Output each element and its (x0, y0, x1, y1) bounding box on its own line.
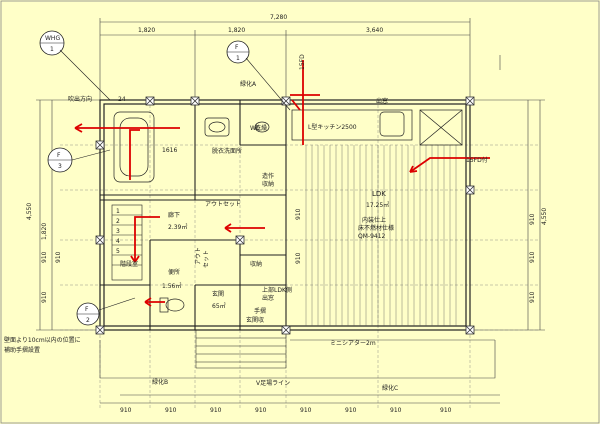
note-storage-outlet: アウト (194, 247, 202, 265)
note-hall-outlet: 上部LDK側 (262, 286, 292, 294)
room-closet: 収納 (250, 260, 262, 268)
dim-left-b: 910 (41, 251, 48, 263)
dim-bottom-0: 910 (120, 407, 132, 414)
room-bath-size: 1616 (162, 147, 177, 154)
room-wc-top: WC (250, 125, 260, 132)
dim-overall-width: 7,280 (270, 14, 287, 21)
interior-walls (100, 100, 287, 330)
note-wall-line2: 補助手摺設置 (4, 346, 40, 354)
room-ldk-finish: 内装仕上 (362, 216, 386, 224)
note-outlet-top: 出窓 (376, 97, 388, 105)
dim-bottom-3: 910 (255, 407, 267, 414)
entrance-steps (195, 329, 287, 369)
note-greening-a: 緑化A (240, 80, 257, 88)
kitchen-counter (291, 109, 463, 146)
section-f1-number: 1 (236, 55, 240, 62)
note-handrail: 手摺 (254, 307, 266, 315)
room-hall-area: 2.39㎡ (168, 223, 187, 231)
room-ldk-area: 17.25㎡ (366, 201, 389, 209)
dim-left-c: 910 (41, 291, 48, 303)
airflow-arrows (74, 60, 490, 307)
dim-top-left: 1,820 (138, 27, 155, 34)
dim-bottom-4: 910 (300, 407, 312, 414)
dim-bottom-5: 910 (345, 407, 357, 414)
outer-walls (99, 99, 471, 331)
section-marker-f2 (76, 297, 136, 326)
room-toilet-area: 1.56㎡ (162, 282, 181, 290)
note-bottom-line: V足場ライン (256, 379, 290, 387)
dim-right-total: 4,550 (541, 208, 548, 225)
section-marker-f3 (47, 147, 111, 173)
note-drying: 乾燥 (255, 124, 267, 132)
section-whg-label: WHG (45, 35, 60, 42)
room-entrance: 玄関 (212, 290, 224, 298)
dim-top-right: 3,640 (366, 27, 383, 34)
note-wall-line1: 壁面より10cm以内の位置に (4, 336, 81, 344)
dim-left-d: 910 (55, 251, 62, 263)
ldk-floor-pattern (305, 145, 457, 326)
room-entrance-area: 65㎡ (212, 302, 226, 310)
note-fd-bottom: 15FD付 (466, 156, 488, 164)
dim-inner-a: 910 (295, 208, 302, 220)
dim-bottom-1: 910 (165, 407, 177, 414)
note-greening-b: 緑化B (152, 378, 168, 386)
section-whg-number: 1 (50, 46, 54, 53)
note-entrance-line: ミニシアター2m (330, 339, 376, 347)
note-hall-outlet2: 出窓 (262, 294, 274, 302)
dim-right-c: 910 (529, 291, 536, 303)
dim-left-a: 1,820 (41, 223, 48, 240)
stair-step-1: 1 (116, 208, 120, 215)
section-marker-whg1 (39, 30, 111, 101)
section-f3-label: F (57, 152, 61, 159)
room-toilet: 便所 (168, 268, 180, 276)
note-exhaust: 吹出方向 (68, 95, 92, 103)
room-kitchen: L型キッチン2500 (308, 123, 357, 131)
room-stair: 階段室 (120, 260, 138, 268)
dim-left-total: 4,550 (26, 203, 33, 220)
note-fd: 15FD (299, 54, 306, 70)
stair-step-3: 3 (116, 228, 120, 235)
dim-top-mid: 1,820 (228, 27, 245, 34)
section-f2-number: 2 (86, 317, 90, 324)
room-storage-a2: 収納 (262, 180, 274, 188)
note-exhaust-number: 24 (118, 96, 126, 103)
dim-bottom-2: 910 (210, 407, 222, 414)
room-ldk: LDK (372, 190, 386, 198)
bathtub (113, 111, 155, 183)
top-dimensions (99, 18, 501, 100)
note-dining-outlet: アウトセット (205, 200, 241, 208)
stair-step-5: 5 (116, 248, 120, 255)
stairs (111, 204, 143, 281)
room-washroom: 脱衣洗面所 (212, 147, 242, 155)
room-storage-a: 造作 (262, 172, 274, 180)
note-storage-outlet2: セット (203, 250, 210, 268)
dim-bottom-7: 910 (440, 407, 452, 414)
terrace-outline (99, 339, 500, 396)
toilet-fixture (159, 121, 270, 313)
dim-right-b: 910 (529, 251, 536, 263)
section-f3-number: 3 (58, 163, 62, 170)
room-stair-entrance: 玄関収 (246, 316, 264, 324)
room-hall: 廊下 (168, 211, 180, 219)
dim-inner-b: 910 (295, 252, 302, 264)
room-ldk-code: QM-9412 (358, 233, 386, 240)
stair-step-4: 4 (116, 238, 120, 245)
section-f2-label: F (85, 306, 89, 313)
structural-columns (95, 96, 475, 335)
section-marker-f1 (226, 40, 291, 111)
dim-bottom-6: 910 (390, 407, 402, 414)
stair-step-2: 2 (116, 218, 120, 225)
dim-right-a: 910 (529, 213, 536, 225)
wash-basin (204, 117, 230, 137)
section-f1-label: F (235, 44, 239, 51)
note-greening-c: 緑化C (382, 384, 398, 392)
room-ldk-finish2: 床不燃材仕様 (358, 224, 394, 232)
